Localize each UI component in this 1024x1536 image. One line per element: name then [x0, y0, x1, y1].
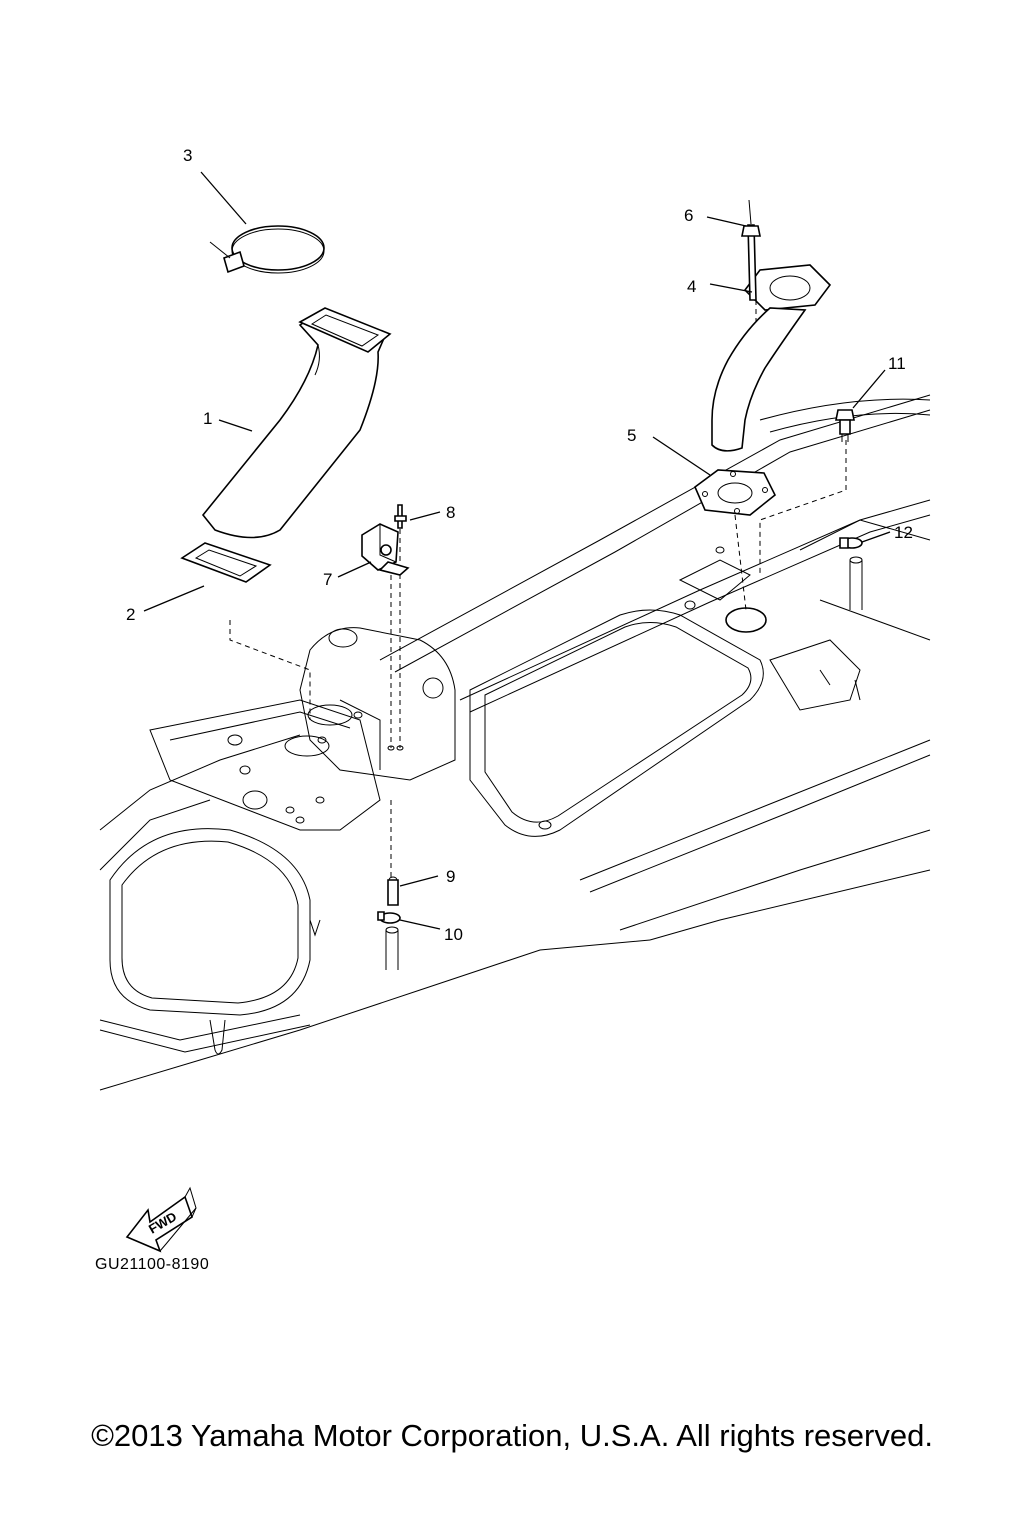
- callout-2: 2: [126, 605, 135, 624]
- copyright-notice: ©2013 Yamaha Motor Corporation, U.S.A. A…: [91, 1418, 933, 1453]
- part-8-screw: [394, 504, 407, 529]
- callout-9: 9: [446, 867, 455, 886]
- assembly-guide-lines: [229, 300, 847, 880]
- part-7-bracket: [361, 523, 410, 576]
- callout-4: 4: [687, 277, 696, 296]
- callout-8: 8: [446, 503, 455, 522]
- callout-6: 6: [684, 206, 693, 225]
- hull-deck-outline: [99, 394, 931, 1091]
- callout-12: 12: [894, 523, 913, 542]
- diagram-code: GU21100-8190: [95, 1256, 210, 1273]
- part-2-gasket: [180, 542, 272, 583]
- part-11-fitting: [835, 409, 855, 442]
- callout-10: 10: [444, 925, 463, 944]
- leader-lines: [143, 171, 891, 930]
- part-1-duct: [201, 307, 392, 539]
- part-4-pipe: [711, 264, 832, 452]
- callout-7: 7: [323, 570, 332, 589]
- part-12-clip: [839, 537, 863, 549]
- part-3-band: [209, 225, 325, 274]
- callout-11: 11: [888, 354, 906, 373]
- callout-1: 1: [203, 409, 212, 428]
- fwd-arrow-icon: FWD: [125, 1186, 197, 1253]
- part-5-gasket: [694, 469, 777, 516]
- part-9-hose: [387, 879, 399, 906]
- callout-3: 3: [183, 146, 192, 165]
- part-6-pin: [741, 199, 761, 301]
- callout-5: 5: [627, 426, 636, 445]
- part-10-clamp: [377, 911, 401, 924]
- callout-labels: 1 2 3 4 5 6 7 8 9 10 11 12: [126, 146, 913, 944]
